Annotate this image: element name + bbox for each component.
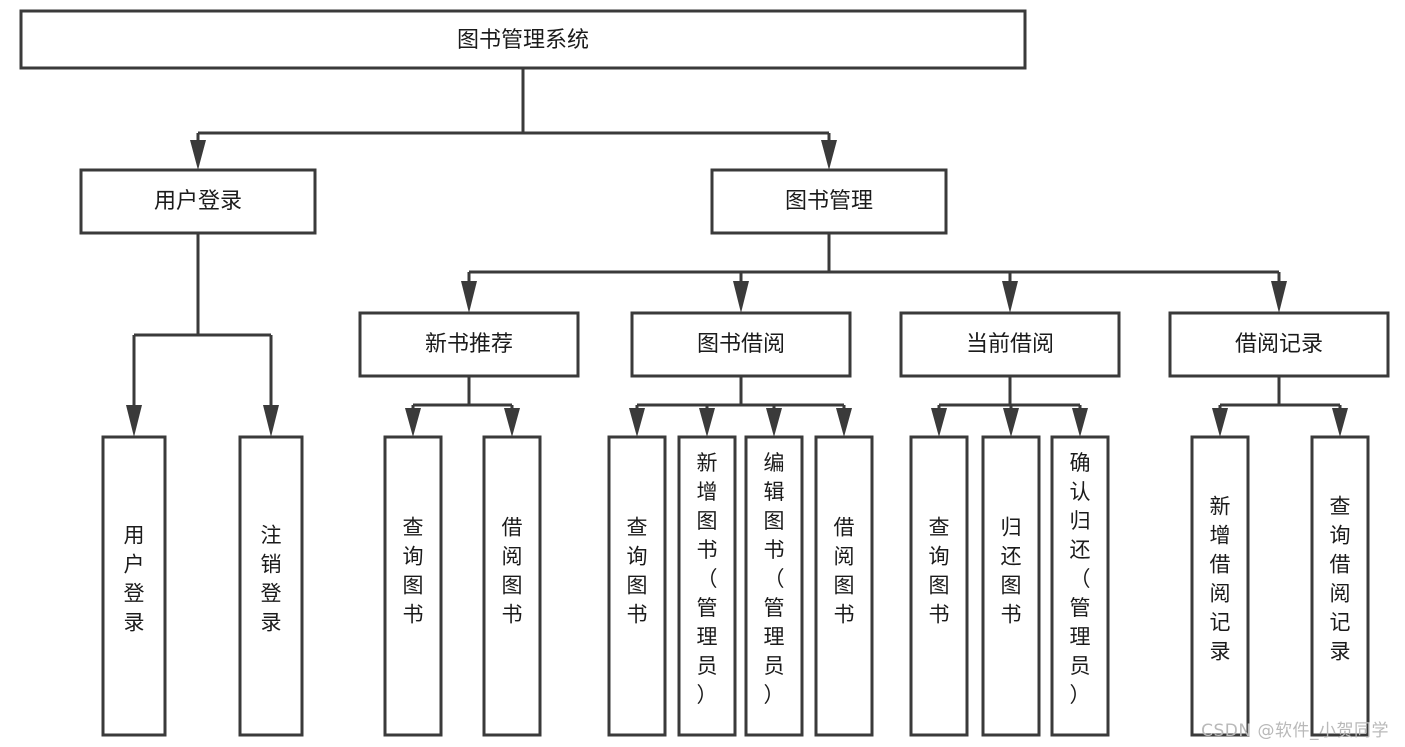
arrow-head-leaf-user-login [126,405,142,437]
arrow-head-leaf-query-borrow-record [1332,408,1348,437]
arrow-head-user-login [190,140,206,170]
book-management-label: 图书管理 [785,189,873,214]
borrow-record-label: 借阅记录 [1235,332,1323,357]
leaf-query-borrow-record-label: 查询借阅记录 [1330,495,1351,664]
user-login-label: 用户登录 [154,189,242,214]
node-leaf-add-book[interactable]: 新增图书（管理员） [677,435,737,737]
node-leaf-confirm-return[interactable]: 确认归还（管理员） [1050,435,1110,737]
node-leaf-borrow-book-recommend[interactable]: 借阅图书 [482,435,542,737]
current-borrow-box[interactable] [899,311,1121,378]
arrow-head-leaf-return-book [1003,408,1019,437]
leaf-add-book-label: 新增图书（管理员） [697,451,718,707]
book-borrow-label: 图书借阅 [697,332,785,357]
arrow-head-current-borrow [1002,281,1018,313]
current-borrow-label: 当前借阅 [966,332,1054,357]
new-book-recommend-label: 新书推荐 [425,332,513,357]
node-new-book-recommend[interactable]: 新书推荐 [358,311,580,378]
node-current-borrow[interactable]: 当前借阅 [899,311,1121,378]
leaf-query-book-borrow-label: 查询图书 [627,516,648,627]
arrow-head-book-borrow [733,281,749,313]
user-login-box[interactable] [79,168,317,235]
node-user-login[interactable]: 用户登录 [79,168,317,235]
node-borrow-record[interactable]: 借阅记录 [1168,311,1390,378]
leaf-add-book-box[interactable] [677,435,737,737]
arrow-head-leaf-borrow-book [836,408,852,437]
node-leaf-query-borrow-record[interactable]: 查询借阅记录 [1310,435,1370,737]
root-label: 图书管理系统 [457,28,589,53]
arrow-head-leaf-query-book-borrow [629,408,645,437]
arrow-head-borrow-record [1271,281,1287,313]
leaf-borrow-book-recommend-box[interactable] [482,435,542,737]
leaf-add-borrow-record-box[interactable] [1190,435,1250,737]
arrow-head-leaf-query-book-current [931,408,947,437]
leaf-user-login-box[interactable] [101,435,167,737]
book-management-box[interactable] [710,168,948,235]
arrow-head-new-book-recommend [461,281,477,313]
arrow-head-leaf-confirm-return [1072,408,1088,437]
node-book-management[interactable]: 图书管理 [710,168,948,235]
new-book-recommend-box[interactable] [358,311,580,378]
arrow-head-leaf-logout [263,405,279,437]
arrow-head-leaf-add-borrow-record [1212,408,1228,437]
connectors-layer [126,68,1348,437]
leaf-query-book-current-label: 查询图书 [929,516,950,627]
leaf-borrow-book-label: 借阅图书 [834,516,855,627]
arrow-head-leaf-query-book-recommend [405,408,421,437]
leaf-return-book-box[interactable] [981,435,1041,737]
leaf-logout-box[interactable] [238,435,304,737]
leaf-query-book-recommend-box[interactable] [383,435,443,737]
leaf-edit-book-box[interactable] [744,435,804,737]
node-leaf-logout[interactable]: 注销登录 [238,435,304,737]
arrow-head-leaf-add-book [699,408,715,437]
book-borrow-box[interactable] [630,311,852,378]
arrow-head-leaf-borrow-book-recommend [504,408,520,437]
csdn-watermark: CSDN @软件_小贺同学 [1201,721,1389,741]
node-leaf-edit-book[interactable]: 编辑图书（管理员） [744,435,804,737]
arrow-head-leaf-edit-book [766,408,782,437]
root-box[interactable] [19,9,1027,70]
arrow-head-book-management [821,140,837,170]
leaf-query-book-borrow-box[interactable] [607,435,667,737]
node-leaf-query-book-recommend[interactable]: 查询图书 [383,435,443,737]
leaf-borrow-book-box[interactable] [814,435,874,737]
leaf-query-borrow-record-box[interactable] [1310,435,1370,737]
node-leaf-query-book-borrow[interactable]: 查询图书 [607,435,667,737]
borrow-record-box[interactable] [1168,311,1390,378]
node-leaf-query-book-current[interactable]: 查询图书 [909,435,969,737]
node-leaf-borrow-book[interactable]: 借阅图书 [814,435,874,737]
leaf-return-book-label: 归还图书 [1001,516,1022,627]
leaf-nodes-layer: 用户登录 注销登录 查询图书 借阅图书 查询图书 新增图书（管理员） [101,435,1370,737]
node-leaf-return-book[interactable]: 归还图书 [981,435,1041,737]
node-leaf-add-borrow-record[interactable]: 新增借阅记录 [1190,435,1250,737]
leaf-add-borrow-record-label: 新增借阅记录 [1210,495,1231,664]
node-book-borrow[interactable]: 图书借阅 [630,311,852,378]
node-root[interactable]: 图书管理系统 [19,9,1027,70]
leaf-user-login-label: 用户登录 [124,524,145,635]
leaf-confirm-return-box[interactable] [1050,435,1110,737]
leaf-logout-label: 注销登录 [261,524,282,635]
leaf-query-book-current-box[interactable] [909,435,969,737]
node-leaf-user-login[interactable]: 用户登录 [101,435,167,737]
leaf-confirm-return-label: 确认归还（管理员） [1070,451,1091,707]
leaf-query-book-recommend-label: 查询图书 [403,516,424,627]
leaf-borrow-book-recommend-label: 借阅图书 [502,516,523,627]
leaf-edit-book-label: 编辑图书（管理员） [764,451,785,707]
